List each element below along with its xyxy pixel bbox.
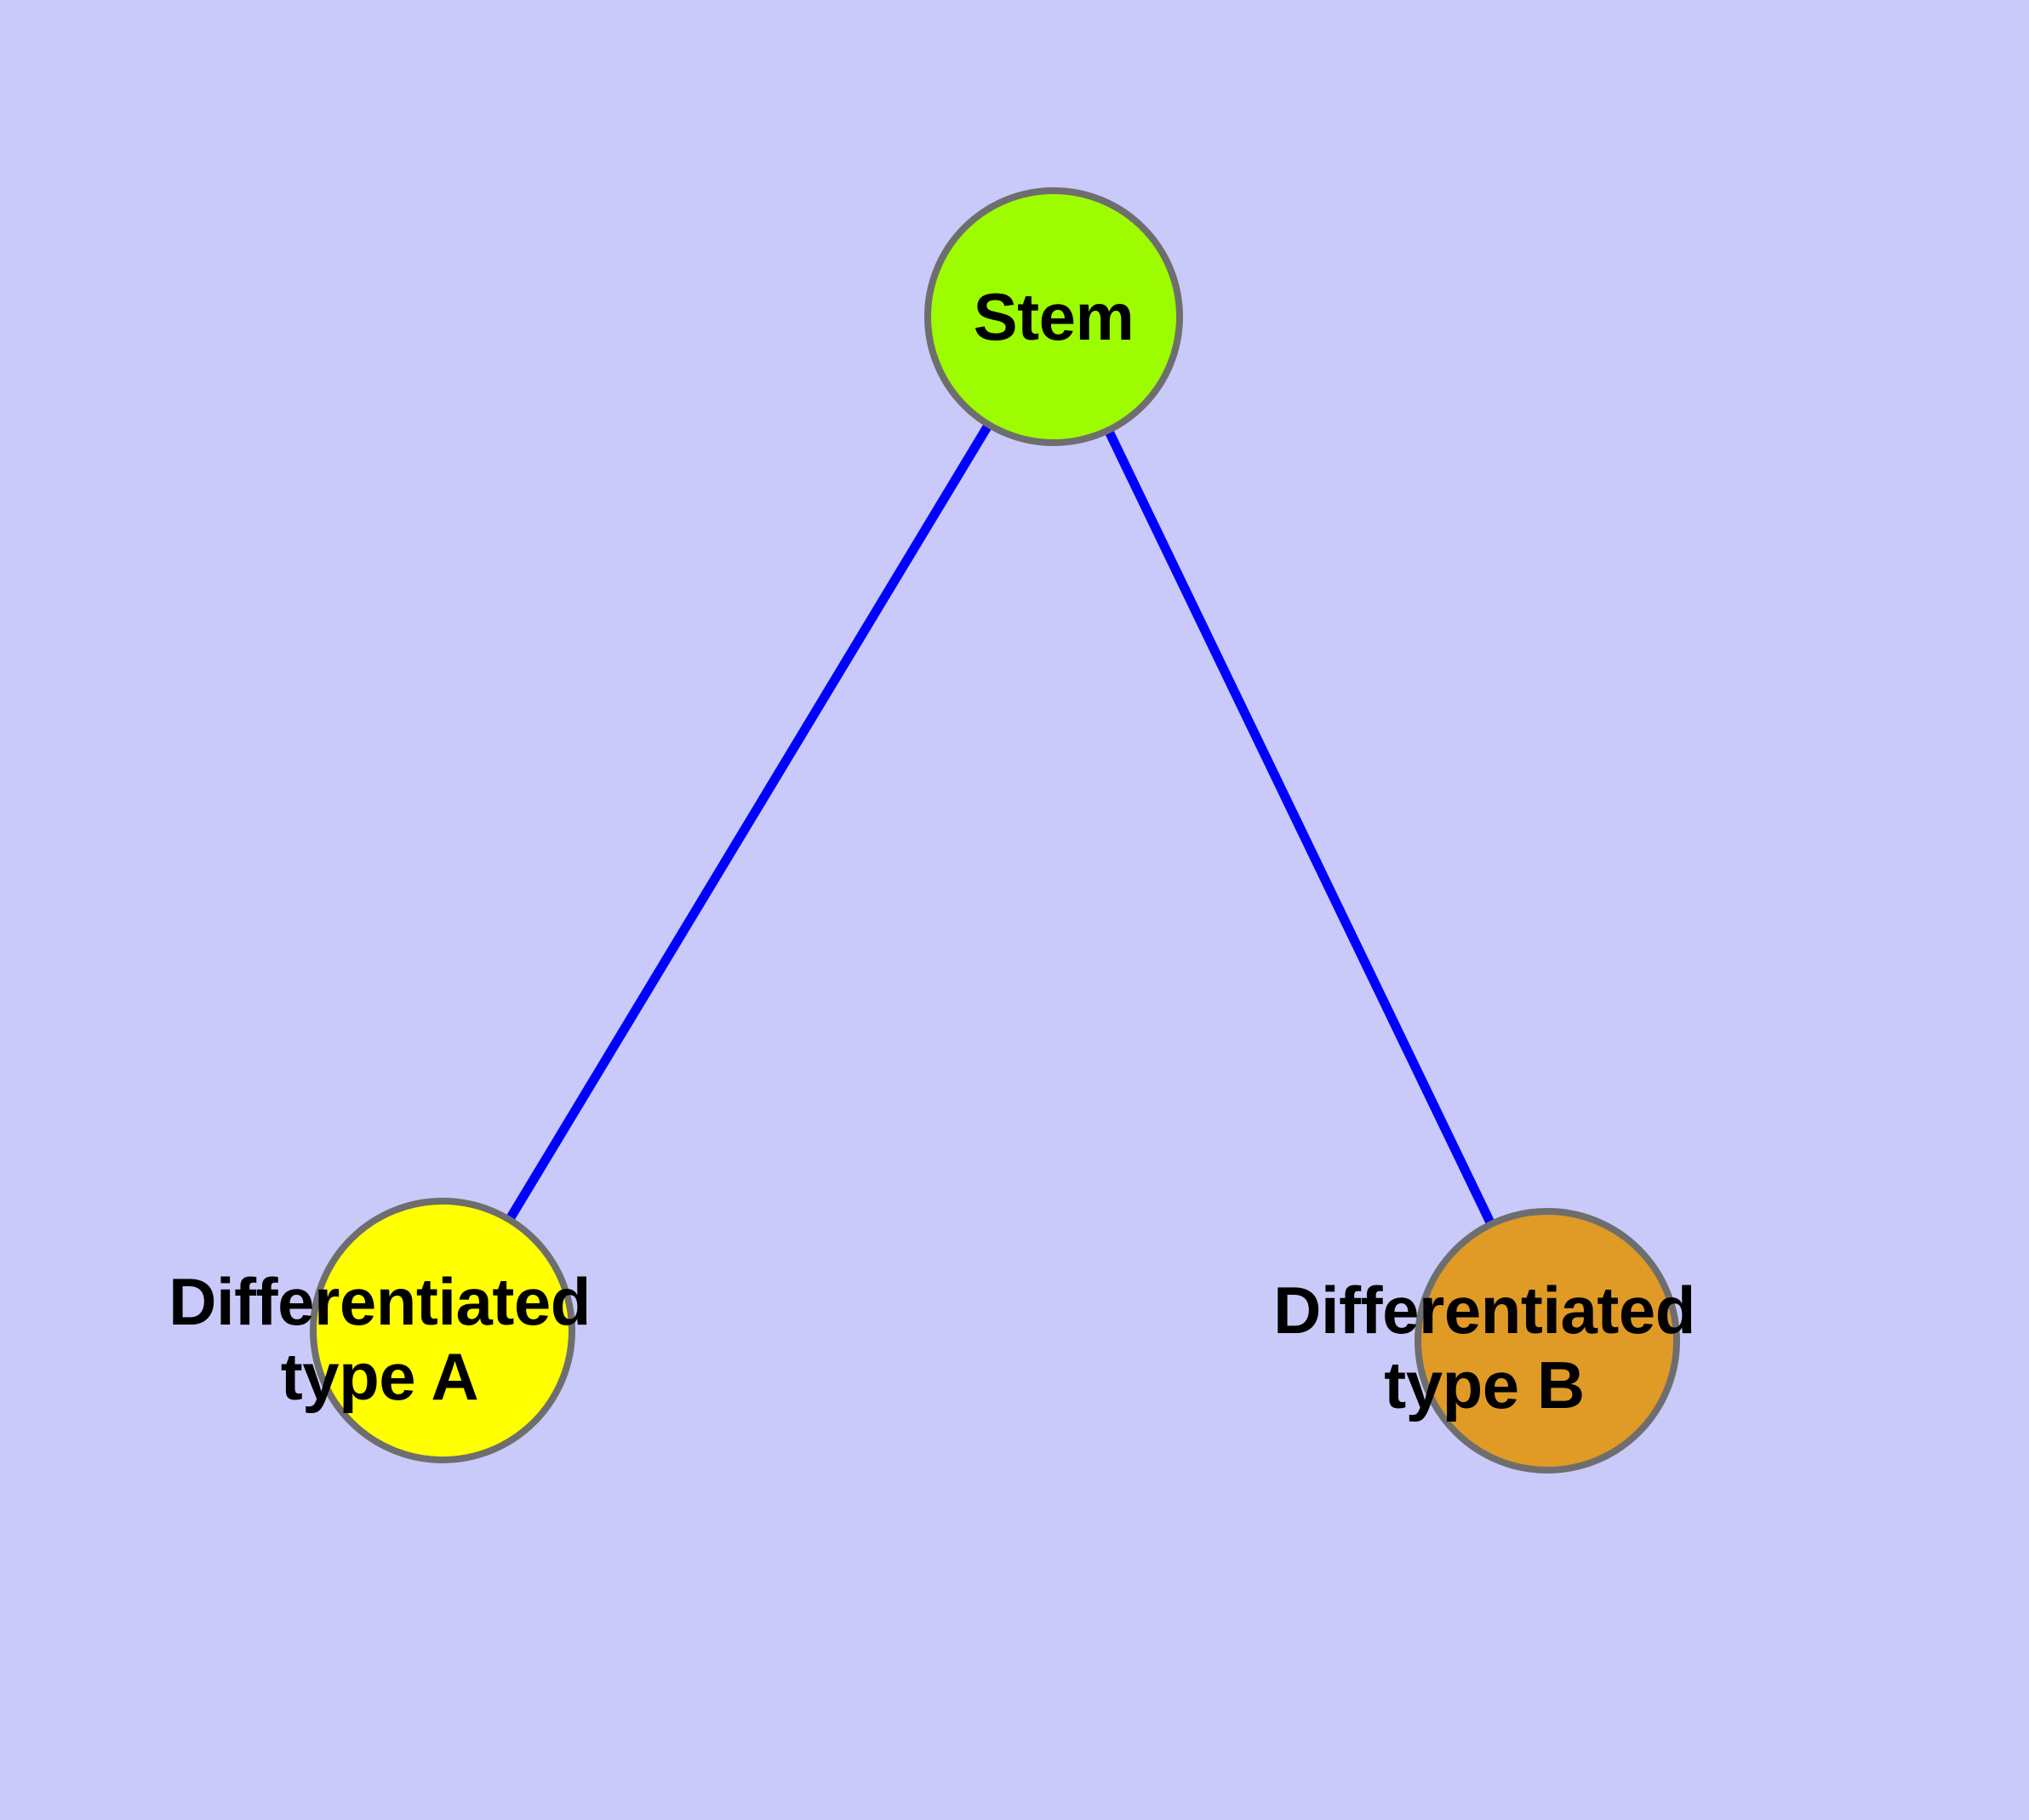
node-differentiated-type-b[interactable] — [1415, 1208, 1680, 1474]
edge-stem-to-differentiated-type-b — [1104, 427, 1495, 1227]
edge-stem-to-differentiated-type-a — [505, 421, 993, 1222]
node-differentiated-type-a[interactable] — [310, 1198, 575, 1463]
node-stem[interactable] — [924, 187, 1183, 446]
